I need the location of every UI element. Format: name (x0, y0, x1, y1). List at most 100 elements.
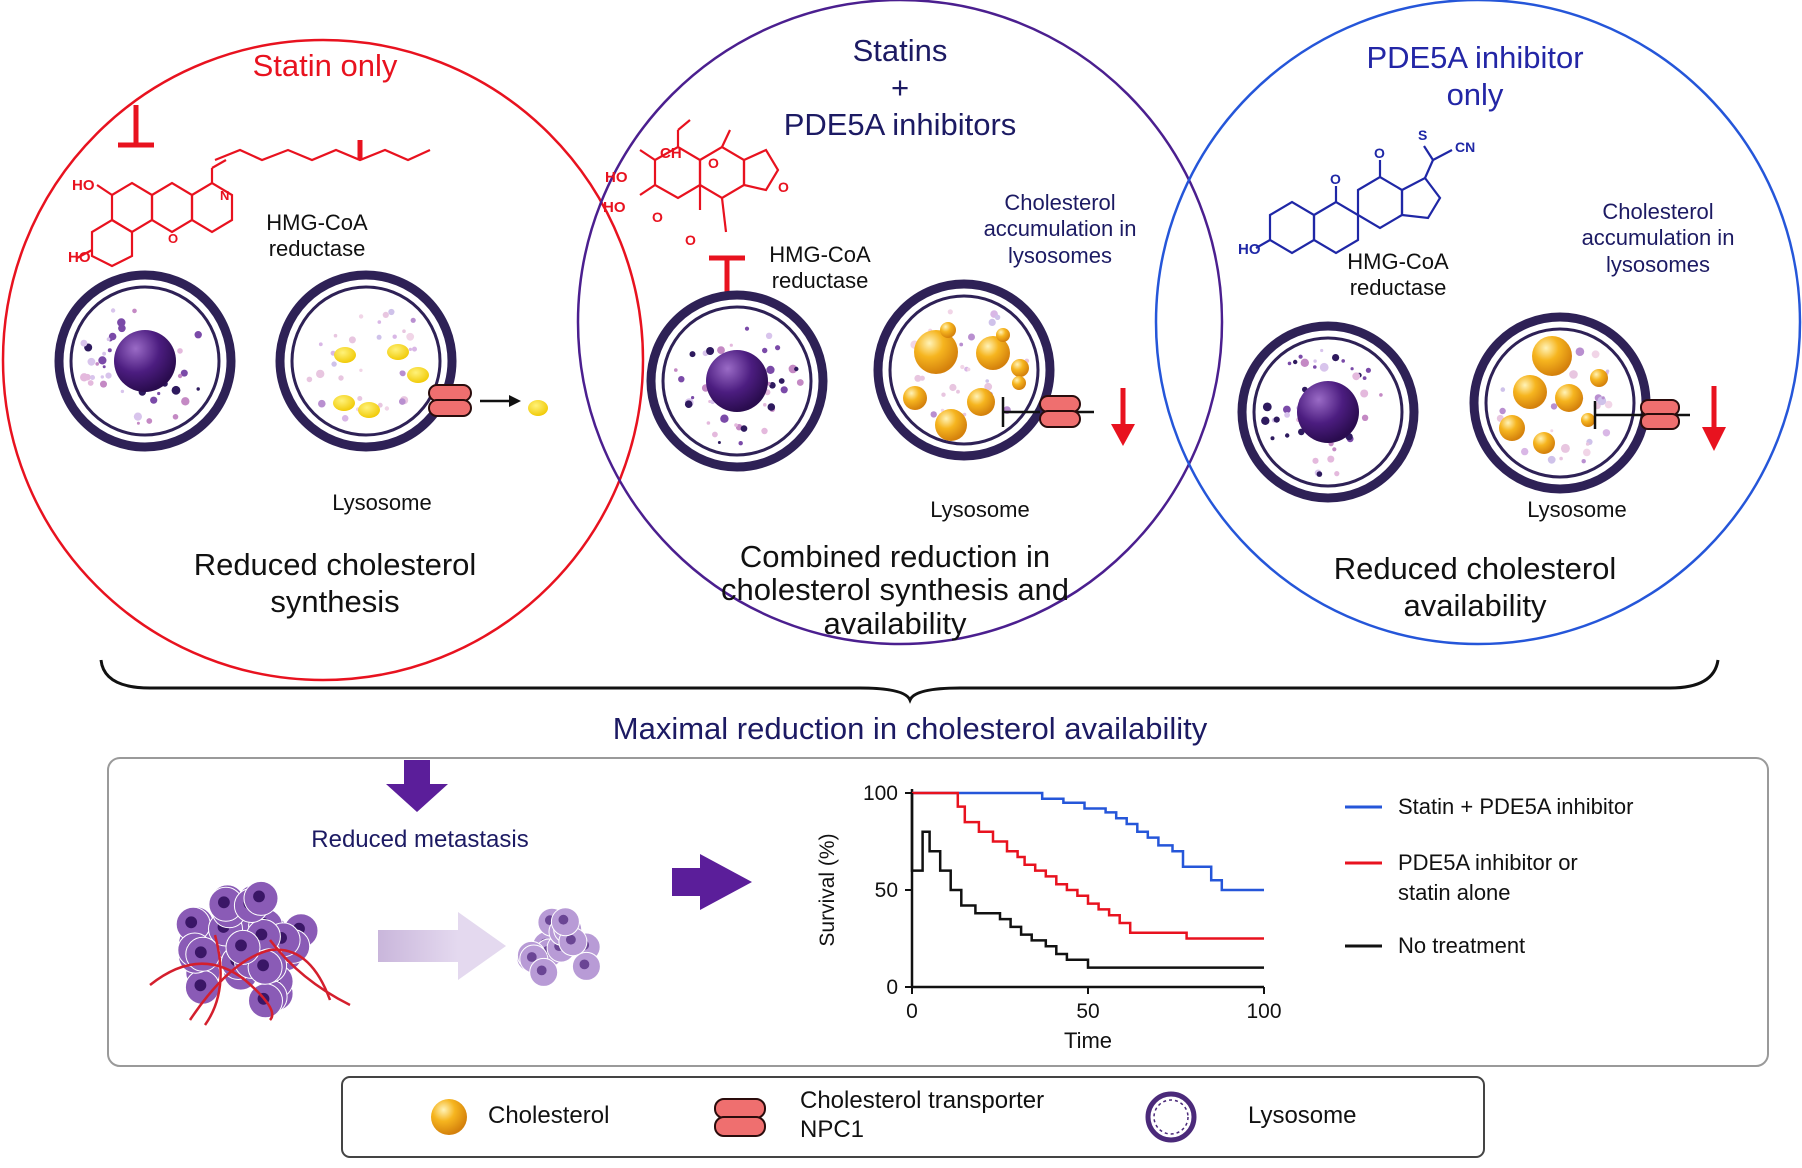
speckle (100, 380, 107, 388)
speckle (133, 412, 142, 421)
speckle (181, 397, 190, 406)
speckle (1285, 433, 1290, 438)
speckle (717, 346, 725, 354)
speckle (1521, 447, 1529, 456)
speckle (87, 380, 94, 386)
speckle (1327, 455, 1335, 463)
npc1-transporter-right (1640, 399, 1680, 430)
speckle (1500, 387, 1506, 392)
chem-ho-right: HO (1238, 241, 1261, 258)
speckle (107, 348, 112, 353)
blood-vessel (149, 962, 274, 1021)
speckle (1591, 350, 1600, 359)
speckle (338, 375, 344, 381)
y-tick-label: 0 (886, 976, 898, 999)
down-arrow-middle (1111, 388, 1135, 446)
hmg-coa-label-left: HMG-CoA reductase (266, 210, 368, 262)
speckle (180, 369, 188, 377)
speckle (788, 364, 798, 374)
speckle (1316, 471, 1323, 477)
speckle (956, 389, 960, 394)
speckle (1261, 416, 1270, 425)
metastasis-label: Reduced metastasis (311, 826, 529, 853)
speckle (412, 346, 417, 352)
speckle (90, 375, 95, 380)
series-line-0 (912, 791, 1264, 892)
chem-o-middle-2: O (652, 209, 663, 225)
speckle (762, 347, 768, 354)
speckle (678, 376, 685, 383)
speckle (985, 379, 989, 383)
speckle (100, 375, 105, 379)
accumulation-label-right: Cholesterol accumulation in lysosomes (1581, 199, 1735, 277)
speckle (196, 387, 200, 391)
pde5a-only-title: PDE5A inhibitor only (1366, 40, 1584, 113)
speckle (769, 382, 776, 389)
speckle (384, 406, 390, 411)
speckle (1569, 370, 1578, 379)
tumor-nucleus (253, 890, 265, 903)
pde5a-molecule-right (1255, 145, 1453, 255)
outcome-middle: Combined reduction in cholesterol synthe… (720, 539, 1070, 641)
outcome-right: Reduced cholesterol availability (1333, 551, 1617, 624)
speckle (1550, 403, 1558, 410)
statin-only-title: Statin only (252, 48, 398, 83)
speckle (1262, 402, 1272, 412)
speckle (765, 332, 773, 339)
speckle (1332, 354, 1340, 362)
chem-ho-left-2: HO (68, 249, 91, 266)
speckle (959, 342, 964, 347)
speckle (689, 351, 696, 358)
speckle (1313, 359, 1317, 363)
legend-lysosome-label: Lysosome (1248, 1102, 1357, 1129)
speckle (767, 403, 776, 411)
speckle (794, 366, 799, 372)
speckle (744, 326, 750, 331)
speckle (796, 379, 804, 386)
pde5a-only-circle (1154, 0, 1802, 646)
tumor-small (516, 907, 601, 987)
speckle (740, 425, 748, 432)
speckle (146, 418, 153, 424)
speckle (382, 311, 389, 318)
speckle (1362, 376, 1367, 380)
speckle (132, 308, 137, 314)
speckle (717, 441, 721, 444)
speckle (766, 365, 775, 374)
speckle (1585, 442, 1590, 446)
speckle (1319, 362, 1329, 372)
speckle (410, 317, 416, 323)
speckle (1559, 456, 1563, 461)
speckle (1320, 348, 1324, 353)
speckle (674, 368, 678, 372)
speckle (1365, 367, 1371, 373)
summary-text: Maximal reduction in cholesterol availab… (612, 711, 1208, 746)
speckle (738, 441, 743, 446)
speckle (388, 308, 395, 316)
speckle (930, 411, 937, 418)
statin-only-circle (1, 38, 645, 682)
x-tick-label: 50 (1076, 1000, 1099, 1023)
legend-lysosome-swatch (1145, 1091, 1197, 1143)
speckle (120, 389, 125, 394)
speckle (333, 333, 338, 338)
legend-label-0: Statin + PDE5A inhibitor (1398, 794, 1633, 819)
speckle (177, 348, 183, 354)
speckle (734, 423, 738, 427)
y-axis-label: Survival (%) (816, 833, 839, 946)
speckle (105, 372, 112, 379)
speckle (392, 334, 397, 339)
x-tick-label: 0 (906, 1000, 918, 1023)
speckle (359, 368, 363, 372)
speckle (377, 402, 383, 408)
speckle (136, 421, 140, 425)
speckle (98, 356, 107, 365)
legend-label-2: No treatment (1398, 933, 1525, 958)
speckle (1341, 359, 1345, 363)
speckle (402, 329, 406, 334)
summary-brace (99, 659, 1720, 704)
tumor-nucleus (579, 959, 590, 970)
speckle (994, 314, 1001, 320)
speckle (318, 342, 323, 347)
